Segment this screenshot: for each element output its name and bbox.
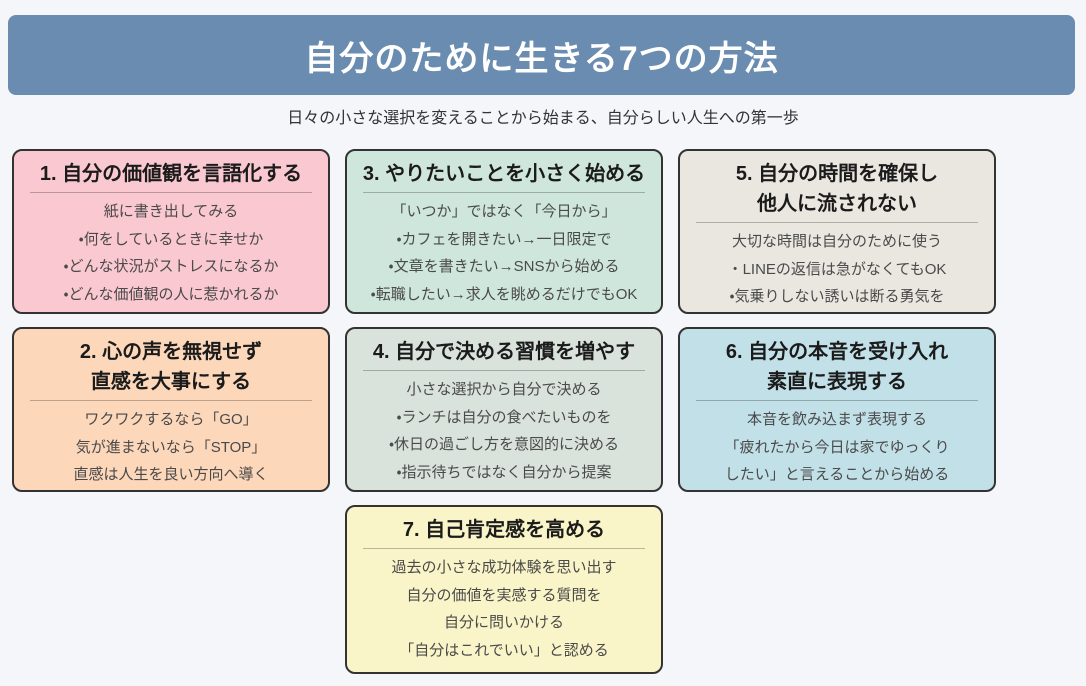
card-3-start-small: 3. やりたいことを小さく始める 「いつか」ではなく「今日から」 ・カフェを開き… [345, 149, 663, 314]
card-4-line: 小さな選択から自分で決める [406, 381, 602, 398]
cards-grid: 1. 自分の価値観を言語化する 紙に書き出してみる ・何をしているときに幸せか … [12, 149, 996, 674]
card-3-line: 「いつか」ではなく「今日から」 [391, 203, 617, 220]
page-title: 自分のために生きる7つの方法 [304, 39, 779, 78]
page: { "page": { "background": "#f5f6fa" }, "… [0, 15, 1086, 686]
card-3-line: ・カフェを開きたい→一日限定で [396, 230, 612, 248]
card-divider [30, 400, 312, 401]
card-divider [696, 400, 978, 401]
card-3-line: ・転職したい→求人を眺めるだけでもOK [370, 285, 638, 303]
card-5-line: ・気乗りしない誘いは断る勇気を [729, 288, 945, 305]
header-banner: 自分のために生きる7つの方法 [8, 15, 1075, 95]
card-1-line: ・どんな状況がストレスになるか [63, 258, 279, 275]
card-3-line: ・文章を書きたい→SNSから始める [388, 258, 620, 275]
card-3-title: 3. やりたいことを小さく始める [362, 163, 646, 185]
card-7-line: 過去の小さな成功体験を思い出す [391, 559, 617, 576]
card-divider [363, 192, 645, 193]
card-1-values: 1. 自分の価値観を言語化する 紙に書き出してみる ・何をしているときに幸せか … [12, 149, 330, 314]
card-4-title: 4. 自分で決める習慣を増やす [372, 341, 636, 363]
card-4-decide-habit: 4. 自分で決める習慣を増やす 小さな選択から自分で決める ・ランチは自分の食べ… [345, 327, 663, 492]
card-4-line: ・休日の過ごし方を意図的に決める [388, 436, 620, 453]
card-2-title: 2. 心の声を無視せず 直感を大事にする [79, 341, 263, 393]
card-divider [363, 370, 645, 371]
card-1-title: 1. 自分の価値観を言語化する [39, 163, 303, 185]
card-7-line: 自分の価値を実感する質問を [406, 586, 602, 604]
card-7-line: 「自分はこれでいい」と認める [399, 641, 609, 659]
card-divider [30, 192, 312, 193]
card-6-honest-feelings: 6. 自分の本音を受け入れ 素直に表現する 本音を飲み込まず表現する 「疲れたか… [678, 327, 996, 492]
card-7-title: 7. 自己肯定感を高める [402, 519, 606, 541]
card-7-line: 自分に問いかける [443, 614, 564, 631]
card-6-line: 本音を飲み込まず表現する [746, 411, 927, 428]
card-6-line: 「疲れたから今日は家でゆっくり [724, 438, 950, 456]
card-1-line: ・何をしているときに幸せか [78, 230, 264, 248]
card-1-line: 紙に書き出してみる [103, 203, 239, 220]
card-5-own-time: 5. 自分の時間を確保し 他人に流されない 大切な時間は自分のために使う ・LI… [678, 149, 996, 314]
card-1-line: ・どんな価値観の人に惹かれるか [63, 285, 279, 303]
card-7-self-esteem: 7. 自己肯定感を高める 過去の小さな成功体験を思い出す 自分の価値を実感する質… [345, 505, 663, 674]
card-2-intuition: 2. 心の声を無視せず 直感を大事にする ワクワクするなら「GO」 気が進まない… [12, 327, 330, 492]
card-divider [696, 222, 978, 223]
card-5-line: 大切な時間は自分のために使う [731, 233, 942, 250]
card-2-line: 直感は人生を良い方向へ導く [73, 466, 269, 483]
card-5-line: ・LINEの返信は急がなくてもOK [727, 260, 947, 278]
card-4-line: ・指示待ちではなく自分から提案 [396, 463, 612, 481]
card-2-line: 気が進まないなら「STOP」 [75, 438, 267, 456]
card-5-title: 5. 自分の時間を確保し 他人に流されない [735, 163, 939, 215]
card-divider [363, 548, 645, 549]
card-2-line: ワクワクするなら「GO」 [84, 411, 258, 428]
page-subtitle: 日々の小さな選択を変えることから始まる、自分らしい人生への第一歩 [287, 110, 799, 127]
card-4-line: ・ランチは自分の食べたいものを [396, 408, 612, 426]
card-6-line: したい」と言えることから始める [724, 466, 950, 483]
card-6-title: 6. 自分の本音を受け入れ 素直に表現する [725, 341, 949, 393]
